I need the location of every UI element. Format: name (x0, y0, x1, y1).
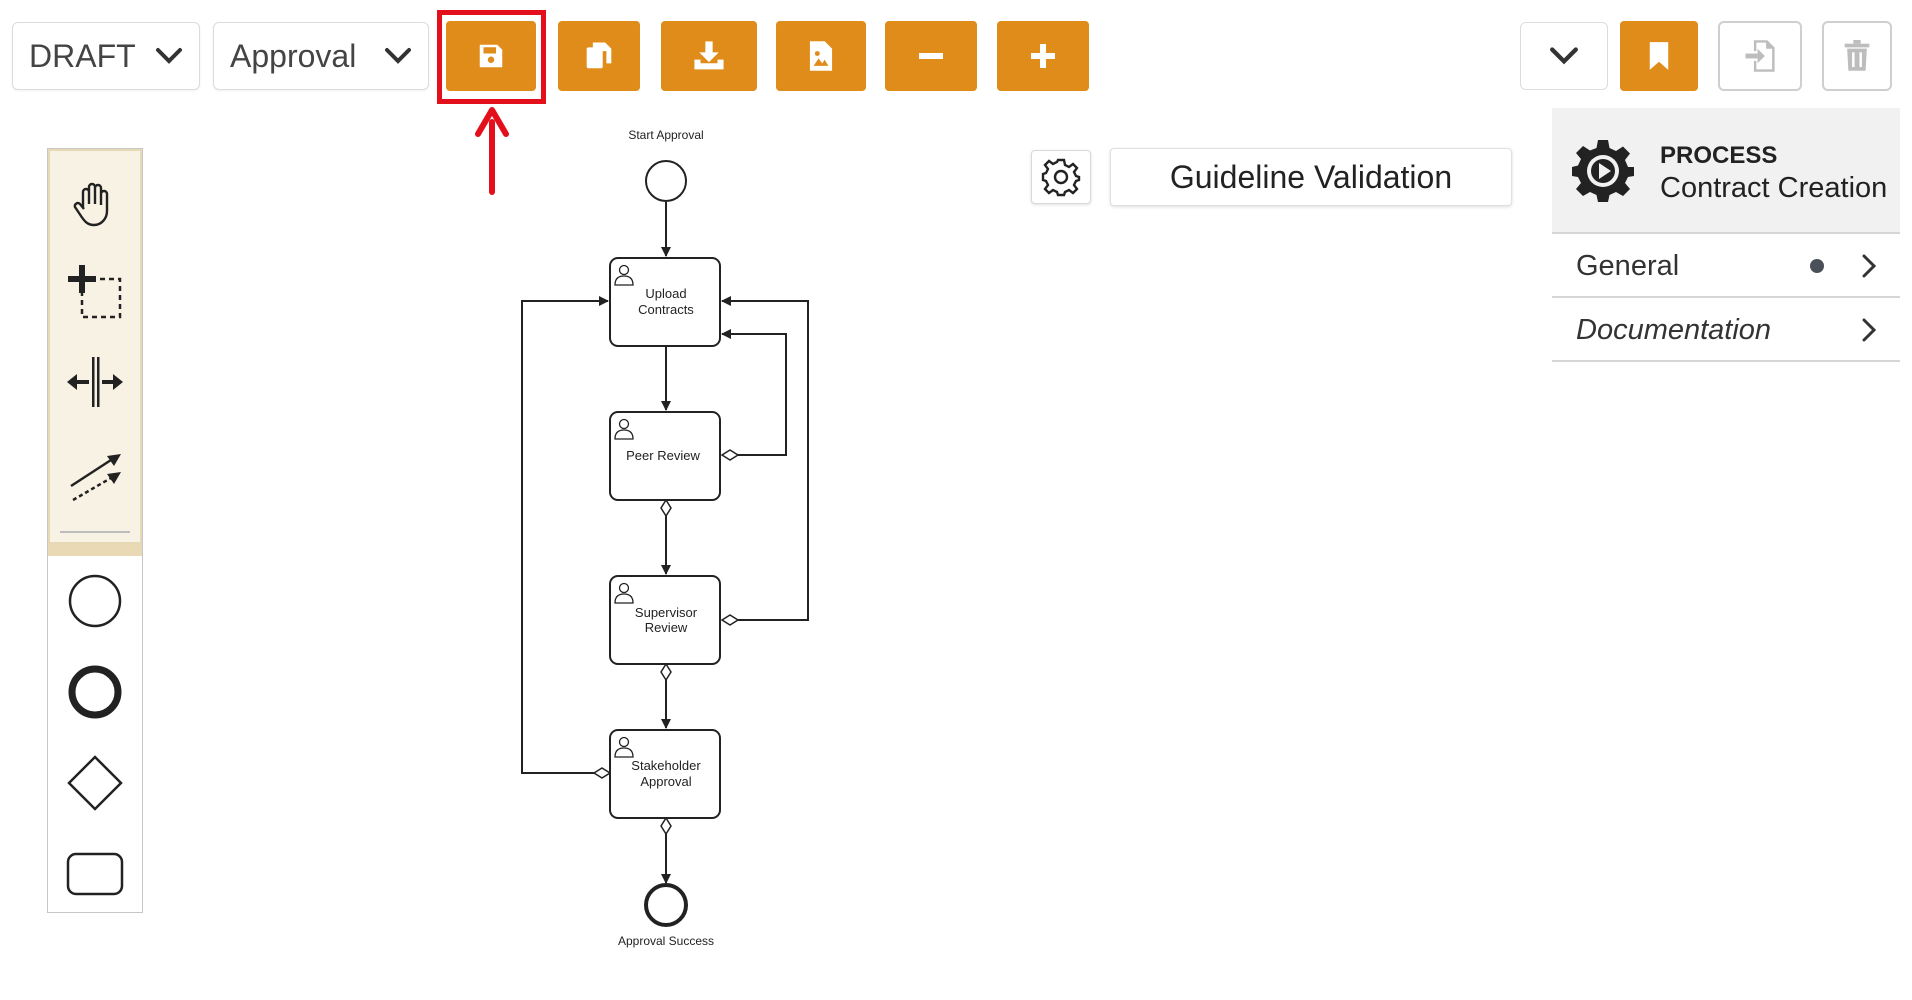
chevron-right-icon (1862, 254, 1876, 278)
hand-tool[interactable] (58, 169, 132, 239)
start-event-shape[interactable] (58, 564, 132, 638)
condition-marker (720, 614, 740, 626)
zoom-out-button[interactable] (885, 21, 977, 91)
user-task-icon (614, 264, 634, 286)
chevron-down-icon (385, 48, 411, 64)
task-stakeholder-approval[interactable]: Stakeholder Approval (609, 729, 721, 819)
condition-marker (592, 767, 612, 779)
palette-separator (48, 544, 142, 556)
shapes-section (48, 556, 142, 912)
chevron-right-icon (1862, 318, 1876, 342)
panel-row-label: General (1576, 249, 1680, 282)
start-event[interactable] (645, 160, 687, 202)
task-supervisor-review[interactable]: Supervisor Review (609, 575, 721, 665)
space-tool-icon (67, 357, 123, 407)
plus-icon (1031, 44, 1055, 68)
chevron-down-icon (1550, 47, 1578, 65)
flow-stakeholder-back-upload[interactable] (521, 296, 609, 774)
condition-marker (720, 449, 740, 461)
tool-palette (47, 148, 143, 913)
image-file-icon (809, 41, 833, 71)
save-icon (479, 44, 503, 68)
bookmark-icon (1649, 42, 1669, 70)
panel-kind-label: PROCESS (1660, 142, 1778, 169)
start-event-icon (68, 574, 122, 628)
connect-tool[interactable] (58, 439, 132, 509)
gateway-icon (67, 755, 123, 811)
type-select[interactable]: Approval (213, 22, 429, 90)
condition-marker (660, 498, 672, 518)
validation-settings-button[interactable] (1031, 150, 1091, 204)
lasso-tool-icon (68, 265, 122, 319)
tools-section (48, 149, 142, 544)
save-button[interactable] (446, 21, 536, 91)
flow-peer-back-upload[interactable] (721, 329, 787, 456)
download-button[interactable] (661, 21, 757, 91)
task-label-line1: Peer Review (626, 448, 700, 463)
task-icon (66, 852, 124, 896)
chevron-down-icon (156, 48, 182, 64)
lasso-tool[interactable] (58, 257, 132, 327)
red-arrow-icon (475, 107, 509, 195)
end-event-icon (68, 665, 122, 719)
hand-tool-icon (73, 182, 109, 227)
flow-supervisor-back-upload[interactable] (721, 296, 809, 621)
status-select-value: DRAFT (29, 37, 136, 74)
panel-row-documentation[interactable]: Documentation (1552, 300, 1900, 362)
bookmark-button[interactable] (1620, 21, 1698, 91)
more-dropdown-button[interactable] (1520, 22, 1608, 90)
end-event-label: Approval Success (618, 934, 714, 948)
end-event-shape[interactable] (58, 655, 132, 729)
task-peer-review[interactable]: Peer Review (609, 411, 721, 501)
panel-process-name: Contract Creation (1660, 172, 1888, 204)
connect-tool-icon (70, 454, 121, 502)
import-icon (1745, 40, 1775, 72)
task-label-line2: Contracts (638, 302, 694, 317)
copy-button[interactable] (558, 21, 640, 91)
condition-marker (660, 816, 672, 836)
trash-icon (1844, 40, 1870, 71)
user-task-icon (614, 418, 634, 440)
guideline-validation-button[interactable]: Guideline Validation (1110, 148, 1512, 206)
panel-row-indicators (1810, 254, 1876, 278)
task-label-line1: Upload (645, 286, 686, 301)
diagram-canvas: Start Approval Upload Contracts Peer Rev… (521, 128, 809, 948)
copy-icon (586, 42, 612, 69)
user-task-icon (614, 582, 634, 604)
gateway-shape[interactable] (58, 746, 132, 820)
guideline-validation-label: Guideline Validation (1169, 158, 1453, 195)
space-tool[interactable] (58, 347, 132, 417)
delete-button[interactable] (1822, 21, 1892, 91)
import-button[interactable] (1718, 21, 1802, 91)
status-select[interactable]: DRAFT (12, 22, 200, 90)
save-highlight-box (437, 10, 546, 104)
zoom-in-button[interactable] (997, 21, 1089, 91)
minus-icon (919, 53, 943, 59)
process-icon (1572, 140, 1634, 202)
gear-icon (1041, 158, 1081, 197)
start-event-label: Start Approval (628, 128, 703, 142)
status-dot (1810, 259, 1824, 273)
palette-divider (60, 531, 130, 533)
end-event[interactable] (644, 883, 688, 927)
type-select-value: Approval (230, 37, 357, 74)
task-shape[interactable] (58, 837, 132, 911)
panel-row-general[interactable]: General (1552, 236, 1900, 298)
panel-row-label: Documentation (1576, 313, 1772, 346)
download-icon (694, 41, 724, 70)
user-task-icon (614, 736, 634, 758)
task-label-line1: Stakeholder (631, 758, 701, 773)
export-image-button[interactable] (776, 21, 866, 91)
task-upload-contracts[interactable]: Upload Contracts (609, 257, 721, 347)
task-label-line1: Supervisor (635, 605, 698, 620)
condition-marker (660, 662, 672, 682)
task-label-line2: Review (645, 620, 688, 635)
properties-panel-header: PROCESS Contract Creation (1552, 108, 1900, 234)
task-label-line2: Approval (640, 774, 691, 789)
